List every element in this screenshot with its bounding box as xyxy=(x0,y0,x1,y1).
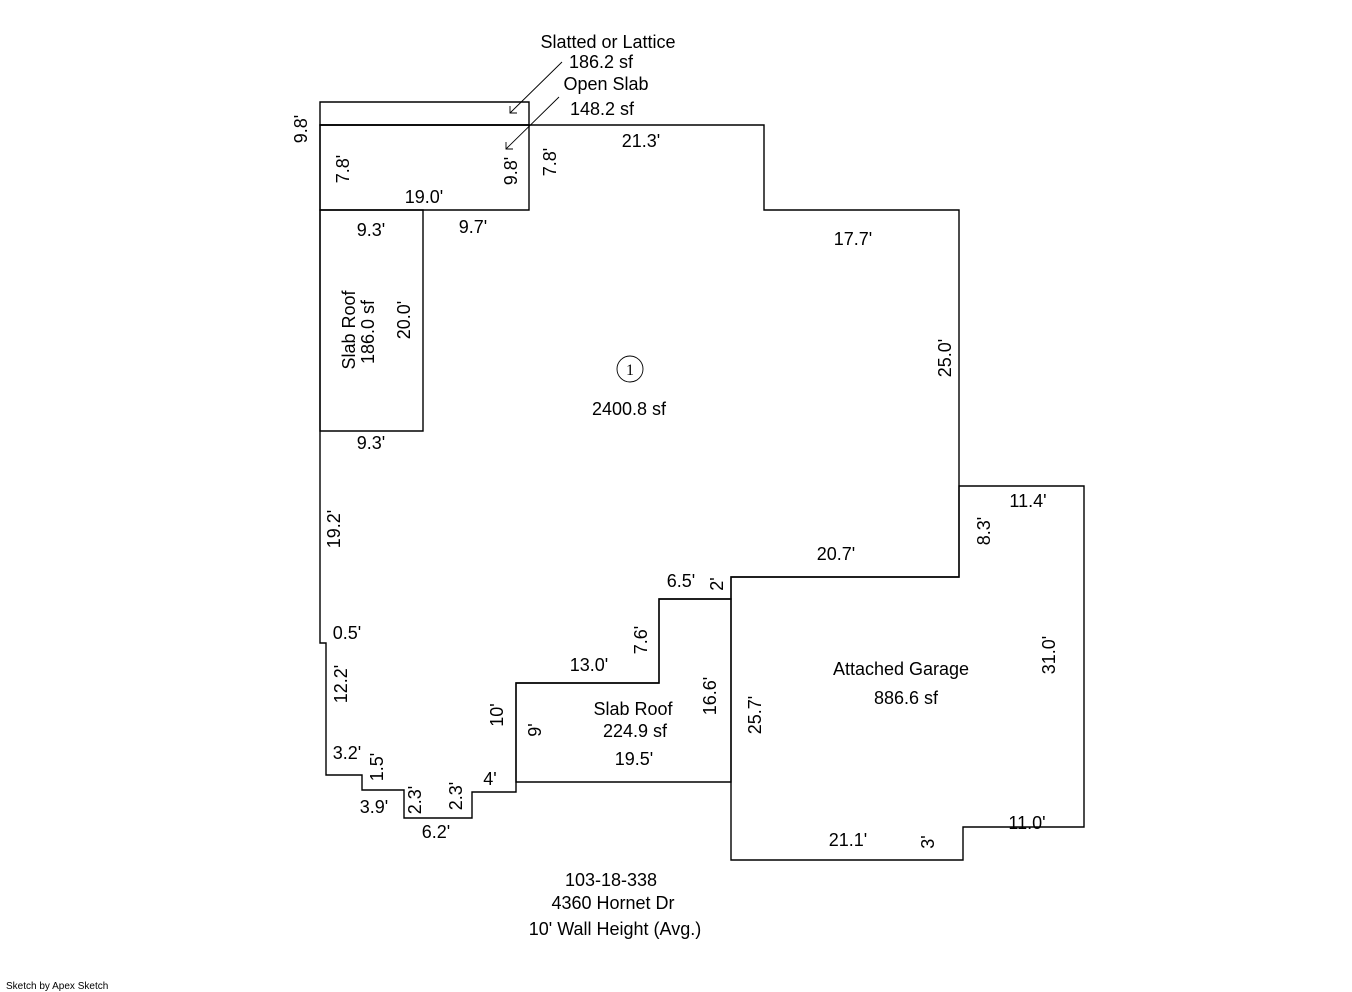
wall-height-note: 10' Wall Height (Avg.) xyxy=(529,919,702,939)
slab-roof-west-outline xyxy=(319,209,424,432)
slatted-callout-arrow xyxy=(509,61,563,114)
open-slab-label: Open Slab xyxy=(563,74,648,94)
slatted-lattice-area: 186.2 sf xyxy=(569,52,634,72)
dim-garage-jog: 8.3' xyxy=(974,517,994,545)
sketch-credit: Sketch by Apex Sketch xyxy=(6,981,108,992)
area-marker-number: 1 xyxy=(626,362,634,379)
dim-west-lower: 12.2' xyxy=(331,665,351,703)
dim-step-4: 2.3' xyxy=(405,786,425,814)
dim-step-2: 1.5' xyxy=(367,753,387,781)
dim-step-1: 3.2' xyxy=(333,743,361,763)
parcel-number: 103-18-338 xyxy=(565,870,657,890)
main-living-area-outline xyxy=(319,124,960,819)
slatted-lattice-label: Slatted or Lattice xyxy=(540,32,675,52)
open-slab-area: 148.2 sf xyxy=(570,99,635,119)
dim-patio-right: 7.8' xyxy=(540,148,560,176)
dim-top-wall: 21.3' xyxy=(622,131,660,151)
garage-area: 886.6 sf xyxy=(874,688,939,708)
slab-roof-west-label: Slab Roof xyxy=(339,289,359,369)
dim-garage-top-right: 11.4' xyxy=(1009,491,1046,511)
dim-garage-bottom-right: 11.0' xyxy=(1008,813,1045,833)
garage-label: Attached Garage xyxy=(833,659,969,679)
property-address: 4360 Hornet Dr xyxy=(551,893,674,913)
dim-garage-bottom: 21.1' xyxy=(829,830,867,850)
open-slab-outline xyxy=(319,124,530,211)
dim-north-jog: 9.7' xyxy=(459,217,487,237)
dim-south-slab-top: 13.0' xyxy=(570,655,608,675)
dim-notch-top: 6.5' xyxy=(667,571,695,591)
dim-garage-top: 20.7' xyxy=(817,544,855,564)
dim-patio-height: 9.8' xyxy=(291,115,311,143)
dim-patio-inner-right: 9.8' xyxy=(501,157,521,185)
dim-notch-vertical: 7.6' xyxy=(631,626,651,654)
dim-south-slab-bottom: 19.5' xyxy=(615,749,653,769)
dim-west-slab-bottom: 9.3' xyxy=(357,433,385,453)
dim-garage-left: 25.7' xyxy=(745,696,765,734)
dim-south-slab-right: 16.6' xyxy=(700,677,720,715)
slab-roof-south-label: Slab Roof xyxy=(593,699,673,719)
dim-notch-jog: 2' xyxy=(707,577,727,590)
dim-west-slab-top: 9.3' xyxy=(357,220,385,240)
open-slab-callout-arrow xyxy=(505,96,560,150)
dim-step-7: 4' xyxy=(483,769,496,789)
dim-step-6: 6.2' xyxy=(422,822,450,842)
dim-garage-bottom-jog: 3' xyxy=(918,835,938,848)
dim-garage-right: 31.0' xyxy=(1039,636,1059,674)
slatted-lattice-patio-outline xyxy=(319,101,530,126)
dim-patio-inner-left: 7.8' xyxy=(333,155,353,183)
slab-roof-west-area: 186.0 sf xyxy=(358,299,378,364)
main-area-size: 2400.8 sf xyxy=(592,399,667,419)
dim-east-wall: 25.0' xyxy=(935,339,955,377)
dim-south-slab-side: 9' xyxy=(525,723,545,736)
dim-step-top: 17.7' xyxy=(834,229,872,249)
area-marker-circle xyxy=(616,355,644,383)
dim-west-slab-side: 20.0' xyxy=(394,301,414,339)
dim-step-5: 2.3' xyxy=(446,782,466,810)
dim-step-8: 10' xyxy=(487,703,507,726)
dim-jog-a: 0.5' xyxy=(333,623,361,643)
dim-patio-bottom: 19.0' xyxy=(405,187,443,207)
attached-garage-outline xyxy=(730,485,1085,861)
slab-roof-south-area: 224.9 sf xyxy=(603,721,668,741)
dim-west-wall: 19.2' xyxy=(324,510,344,548)
dim-step-3: 3.9' xyxy=(360,797,388,817)
